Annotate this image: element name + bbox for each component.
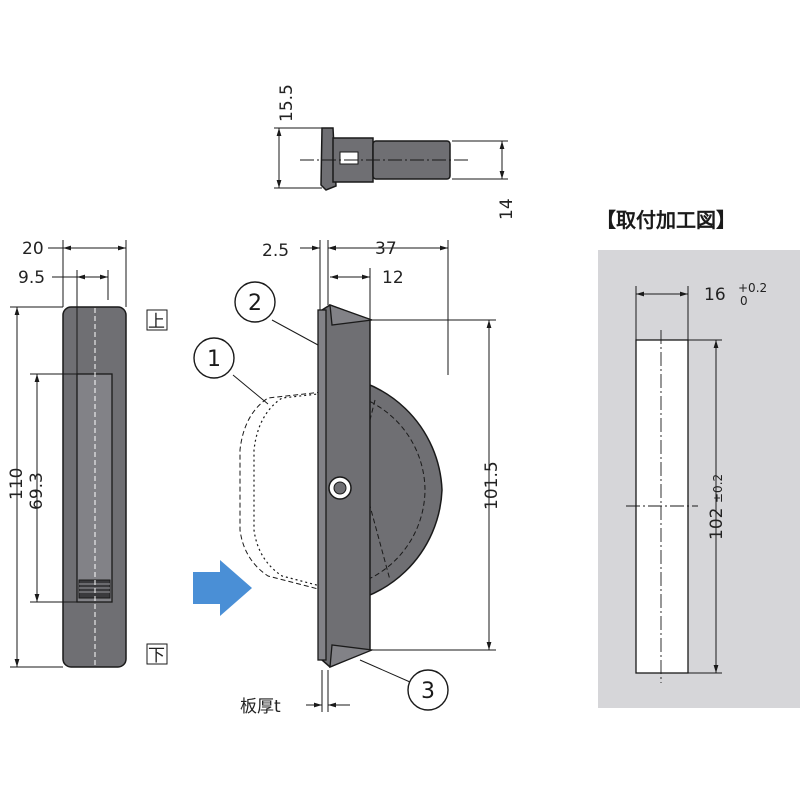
dim-101-5: 101.5 (482, 461, 502, 510)
cutout-panel-bg (598, 250, 800, 708)
direction-arrow-icon (193, 560, 252, 616)
top-view-slot (339, 151, 359, 165)
part-callout-2 (234, 281, 276, 323)
dim-15-5: 15.5 (277, 84, 297, 122)
dim-2-5: 2.5 (262, 241, 289, 261)
top-view: 15.5 14 (274, 84, 517, 220)
dim-110: 110 (7, 468, 27, 500)
part-callout-3 (407, 669, 449, 711)
dim-9-5: 9.5 (18, 268, 45, 288)
part-callout-2-label: 2 (248, 291, 262, 316)
label-bottom: 下 (148, 646, 165, 666)
label-top: 上 (148, 312, 165, 332)
dim-102-tol: ±0.2 (711, 474, 725, 503)
dim-16: 16 (704, 285, 726, 305)
case-plate (317, 309, 327, 661)
cutout-slot (635, 339, 689, 674)
dim-16-tol-lower: 0 (740, 294, 748, 308)
part-callout-1-label: 1 (207, 347, 221, 372)
cutout-panel: 【取付加工図】 16 +0.2 0 102 ±0.2 (596, 208, 800, 708)
dim-14: 14 (497, 198, 517, 220)
cutout-title: 【取付加工図】 (596, 208, 736, 232)
label-bottom-box (146, 643, 168, 665)
part-callout-3-label: 3 (421, 679, 435, 704)
dim-69-3: 69.3 (27, 472, 47, 510)
label-top-box (146, 309, 168, 331)
dim-20: 20 (22, 239, 44, 259)
dim-102: 102 (707, 508, 727, 540)
label-thickness: 板厚t (240, 697, 281, 717)
dim-16-tol-upper: +0.2 (738, 281, 767, 295)
part-callout-1 (193, 337, 235, 379)
dim-12: 12 (382, 268, 404, 288)
handle-ghost-outline (239, 391, 323, 591)
side-view: 2.5 37 12 101.5 板厚t 1 2 3 (193, 239, 502, 717)
front-view: 20 9.5 110 69.3 上 下 (7, 239, 168, 675)
dim-37: 37 (375, 239, 397, 259)
